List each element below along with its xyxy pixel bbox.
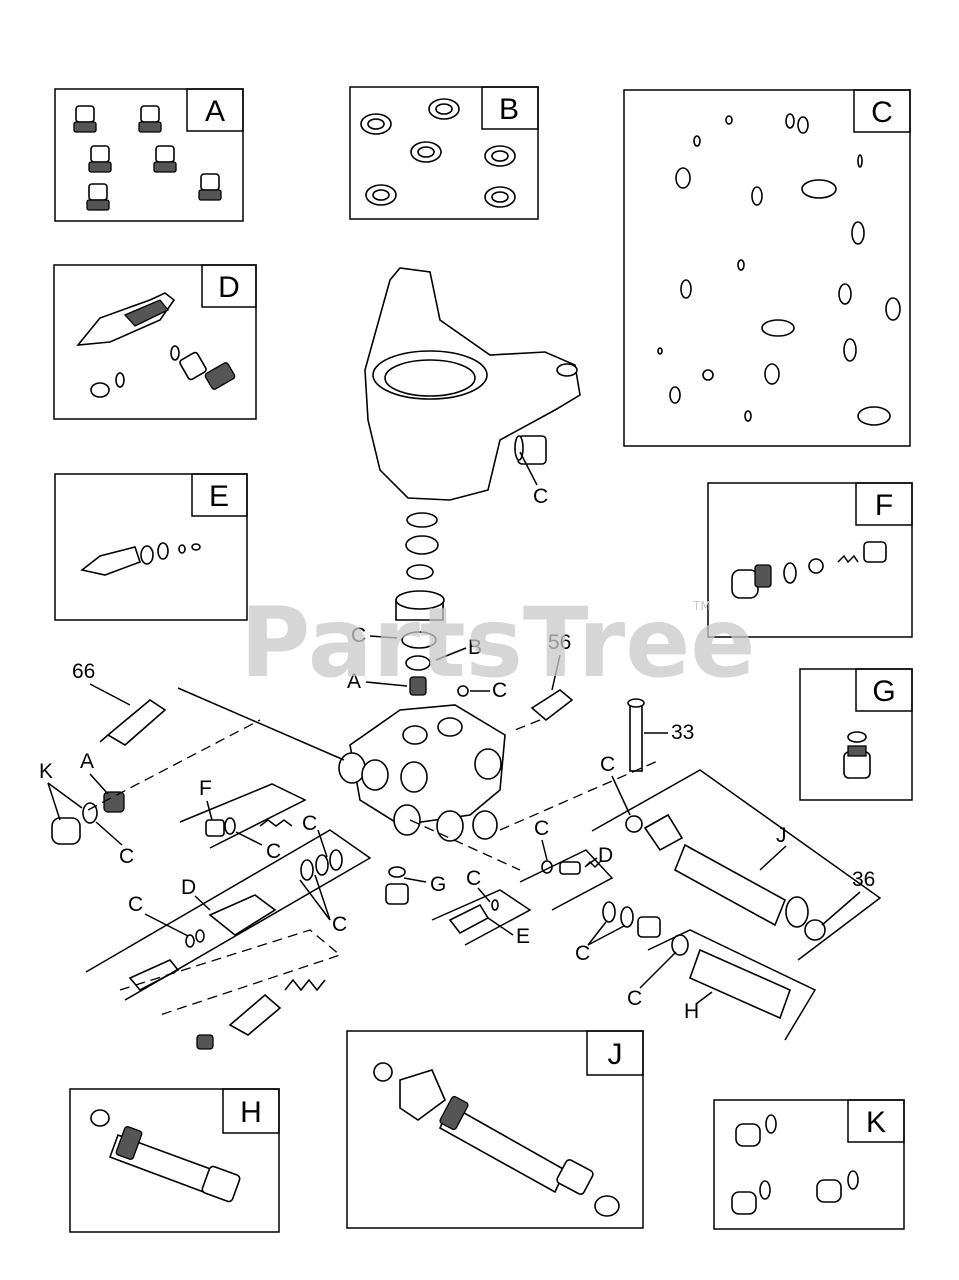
callout-labels: C C B A C 56 66 K A C F C C D C C G C E … [39,485,875,1023]
callout-c-j: C [600,753,615,776]
inlet-fitting-icon [90,1109,241,1203]
kit-box-d[interactable]: D [53,264,257,420]
callout-j-mid: J [776,824,787,847]
kit-label-d: D [218,271,240,304]
kit-label-e: E [209,480,229,513]
callout-c-e1: C [466,867,481,890]
callout-33: 33 [671,721,694,744]
garden-hose-inlet-icon [373,1062,620,1217]
pump-manifold[interactable] [338,704,506,842]
watermark-tm: TM [692,599,711,613]
callout-a-valve: A [347,670,361,693]
thermal-valve-icon [80,542,201,576]
callout-f-mid: F [199,777,212,800]
unloader-valve-icon [76,292,236,398]
callout-c-ball: C [492,679,507,702]
callout-36: 36 [852,868,875,891]
kit-label-j: J [608,1038,623,1071]
kit-box-j[interactable]: J [346,1030,644,1229]
kit-label-g: G [872,675,895,708]
callout-c-h: C [627,987,642,1010]
kit-label-f: F [875,489,893,522]
kit-box-c[interactable]: C [623,89,911,447]
kit-box-e[interactable]: E [54,473,248,621]
kit-box-a[interactable]: A [54,88,244,222]
leader-lines [85,687,882,1041]
seal-stack [395,512,469,697]
o-ring-icons [657,113,901,426]
pump-housing[interactable] [364,267,581,501]
valve-icons [73,105,222,211]
callout-d-right: D [598,844,613,867]
loose-parts [51,689,826,1050]
kit-box-b[interactable]: B [349,86,539,220]
callout-c-upper: C [302,812,317,835]
kit-box-h[interactable]: H [69,1088,280,1233]
callout-c-f: C [266,840,281,863]
callout-d-mid: D [181,876,196,899]
callout-56: 56 [548,631,571,654]
callout-e-mid: E [516,925,530,948]
kit-label-c: C [871,96,893,129]
kit-label-a: A [205,95,225,128]
kit-box-k[interactable]: K [713,1099,905,1230]
kit-box-f[interactable]: F [707,482,913,638]
callout-c-fit: C [575,942,590,965]
kit-label-k: K [866,1106,886,1139]
callout-a-left: A [80,750,94,773]
callout-pointers [47,451,861,1005]
callout-c-d2: C [534,817,549,840]
callout-b-seal: B [468,636,482,659]
seal-icons [360,98,516,208]
kit-box-g[interactable]: G [799,668,913,801]
plug-icon [843,731,871,779]
plug-set-icon [731,1114,859,1215]
kit-label-b: B [499,93,519,126]
callout-k-left: K [39,760,53,783]
callout-c-seal: C [351,624,366,647]
watermark-text: PartsTree [240,587,755,699]
callout-g-mid: G [430,873,446,896]
callout-c-housing: C [533,485,548,508]
kit-label-h: H [240,1096,262,1129]
callout-h-mid: H [684,1000,699,1023]
callout-c-left: C [119,845,134,868]
callout-c-d-left: C [128,893,143,916]
callout-66: 66 [72,660,95,683]
check-valve-icon [731,541,887,599]
partstree-watermark: PartsTree TM [240,587,755,699]
callout-c-d-right: C [332,913,347,936]
